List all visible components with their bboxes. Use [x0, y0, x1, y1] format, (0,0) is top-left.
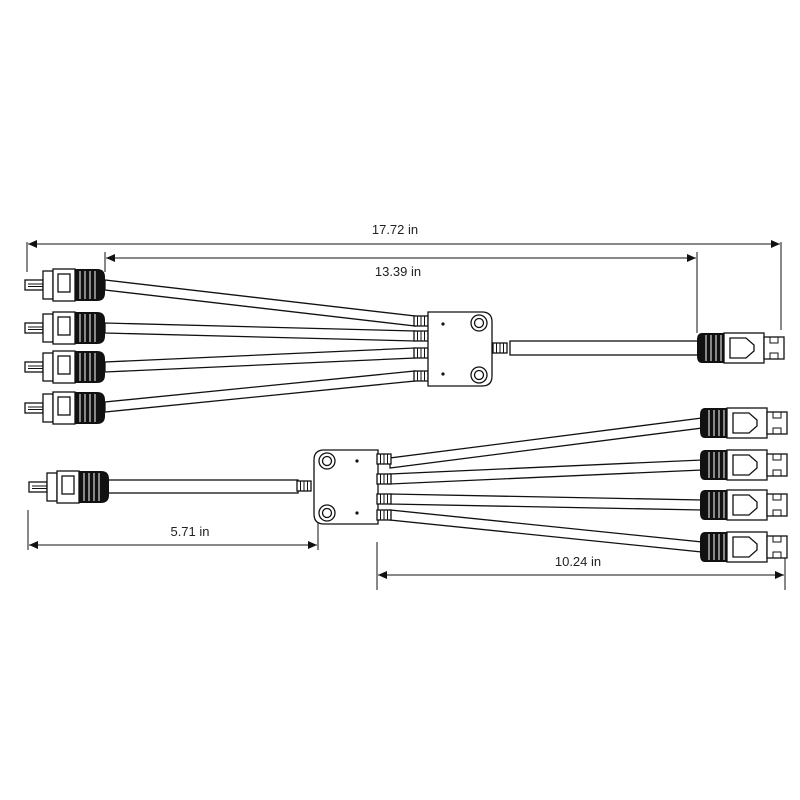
- top-male-connector-1: [24, 268, 106, 302]
- top-branch-cables: [104, 279, 416, 413]
- bottom-trunk-cable: [103, 479, 299, 494]
- top-male-connector-4: [24, 391, 106, 425]
- top-trunk-cable: [509, 340, 699, 356]
- bottom-trunk-length-dimension: 5.71 in: [27, 510, 319, 550]
- top-branch-length-dimension: 13.39 in: [104, 252, 698, 333]
- top-branch-length-label: 13.39 in: [375, 264, 421, 279]
- bottom-male-connector: [28, 470, 110, 504]
- top-male-connector-3: [24, 350, 106, 384]
- bottom-female-connector-1: [699, 407, 788, 439]
- bottom-female-connector-2: [699, 449, 788, 481]
- overall-length-dimension: 17.72 in: [26, 222, 782, 330]
- bottom-branch-hub: [296, 449, 392, 525]
- top-branch-hub: [413, 311, 508, 387]
- bottom-female-connector-4: [699, 531, 788, 563]
- bottom-branch-length-label: 10.24 in: [555, 554, 601, 569]
- overall-length-label: 17.72 in: [372, 222, 418, 237]
- bottom-branch-cables: [389, 417, 703, 553]
- top-male-connector-2: [24, 311, 106, 345]
- bottom-female-connector-3: [699, 489, 788, 521]
- bottom-trunk-length-label: 5.71 in: [170, 524, 209, 539]
- top-female-connector: [696, 332, 785, 364]
